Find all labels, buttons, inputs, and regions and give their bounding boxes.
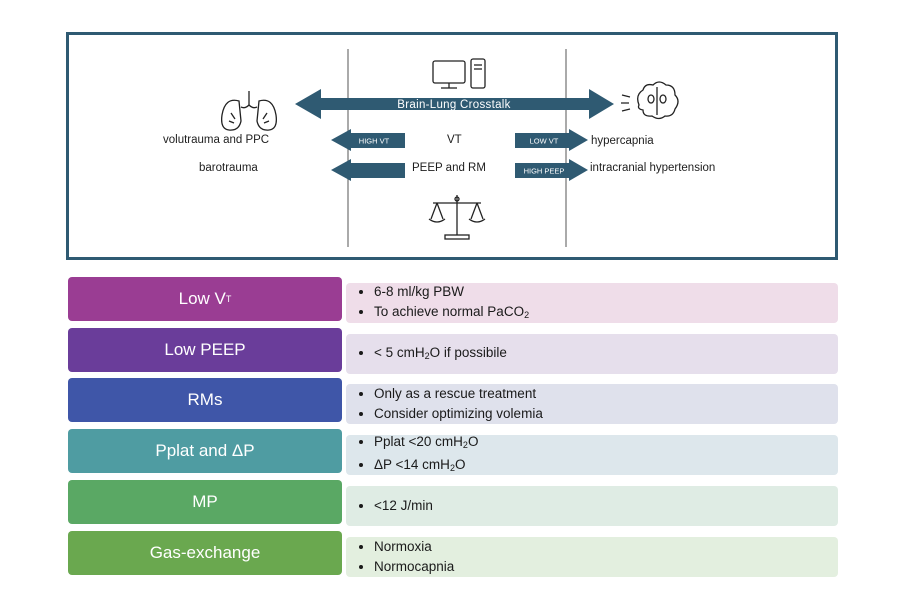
vt-label: VT <box>447 134 462 146</box>
bullet-item: Only as a rescue treatment <box>374 384 838 404</box>
row-mp: MP <12 J/min <box>68 480 840 526</box>
crosstalk-label: Brain-Lung Crosstalk <box>397 99 510 111</box>
row-gas-exchange: Gas-exchange Normoxia Normocapnia <box>68 531 840 577</box>
row-label-text: MP <box>192 492 218 511</box>
bullet-item: < 5 cmH2O if possibile <box>374 343 838 366</box>
lungs-icon <box>221 91 277 131</box>
row-label: RMs <box>68 378 342 422</box>
row-body: < 5 cmH2O if possibile <box>346 334 838 374</box>
row-label-text: Gas-exchange <box>149 543 261 562</box>
row-body: Only as a rescue treatment Consider opti… <box>346 384 838 424</box>
row-label-text: Pplat and ΔP <box>155 441 255 460</box>
row-body: 6-8 ml/kg PBW To achieve normal PaCO2 <box>346 283 838 323</box>
intracranial-hypertension-label: intracranial hypertension <box>590 162 716 174</box>
peep-left-arrow <box>331 159 405 181</box>
row-body: Normoxia Normocapnia <box>346 537 838 577</box>
row-label: Low PEEP <box>68 328 342 372</box>
row-rms: RMs Only as a rescue treatment Consider … <box>68 378 840 424</box>
scale-icon <box>428 195 486 240</box>
barotrauma-label: barotrauma <box>199 162 258 174</box>
row-label-text: Low V <box>178 289 226 308</box>
high-vt-arrow-label: HIGH VT <box>359 137 390 146</box>
high-peep-arrow <box>515 159 588 181</box>
low-vt-arrow-label: LOW VT <box>530 137 559 146</box>
bullet-item: Normocapnia <box>374 557 838 577</box>
computer-icon <box>432 58 486 89</box>
row-body: Pplat <20 cmH2O ΔP <14 cmH2O <box>346 432 838 478</box>
row-label-text: RMs <box>187 390 223 409</box>
brain-lung-diagram-panel: Brain-Lung Crosstalk HIGH VT LOW VT HIGH… <box>66 32 838 260</box>
low-vt-arrow <box>515 129 588 151</box>
volutrauma-label: volutrauma and PPC <box>163 134 270 146</box>
row-label: Gas-exchange <box>68 531 342 575</box>
diagram-graphics: Brain-Lung Crosstalk HIGH VT LOW VT HIGH… <box>221 49 679 247</box>
bullet-item: To achieve normal PaCO2 <box>374 302 838 325</box>
bullet-item: Normoxia <box>374 537 838 557</box>
row-label: Pplat and ΔP <box>68 429 342 473</box>
bullet-item: ΔP <14 cmH2O <box>374 455 838 478</box>
peep-rm-label: PEEP and RM <box>412 162 486 174</box>
row-low-vt: Low VT 6-8 ml/kg PBW To achieve normal P… <box>68 277 840 323</box>
row-low-peep: Low PEEP < 5 cmH2O if possibile <box>68 328 840 374</box>
row-label: MP <box>68 480 342 524</box>
high-peep-arrow-label: HIGH PEEP <box>524 167 565 176</box>
bullet-item: Consider optimizing volemia <box>374 404 838 424</box>
row-pplat-dp: Pplat and ΔP Pplat <20 cmH2O ΔP <14 cmH2… <box>68 429 840 478</box>
crosstalk-double-arrow <box>295 89 614 119</box>
row-body: <12 J/min <box>346 486 838 526</box>
bullet-item: 6-8 ml/kg PBW <box>374 282 838 302</box>
row-label-text: Low PEEP <box>164 340 246 359</box>
bullet-item: <12 J/min <box>374 496 838 516</box>
brain-icon <box>621 81 679 120</box>
high-vt-arrow <box>331 129 405 151</box>
row-label-sub: T <box>225 294 232 304</box>
bullet-item: Pplat <20 cmH2O <box>374 432 838 455</box>
hypercapnia-label: hypercapnia <box>591 135 654 147</box>
